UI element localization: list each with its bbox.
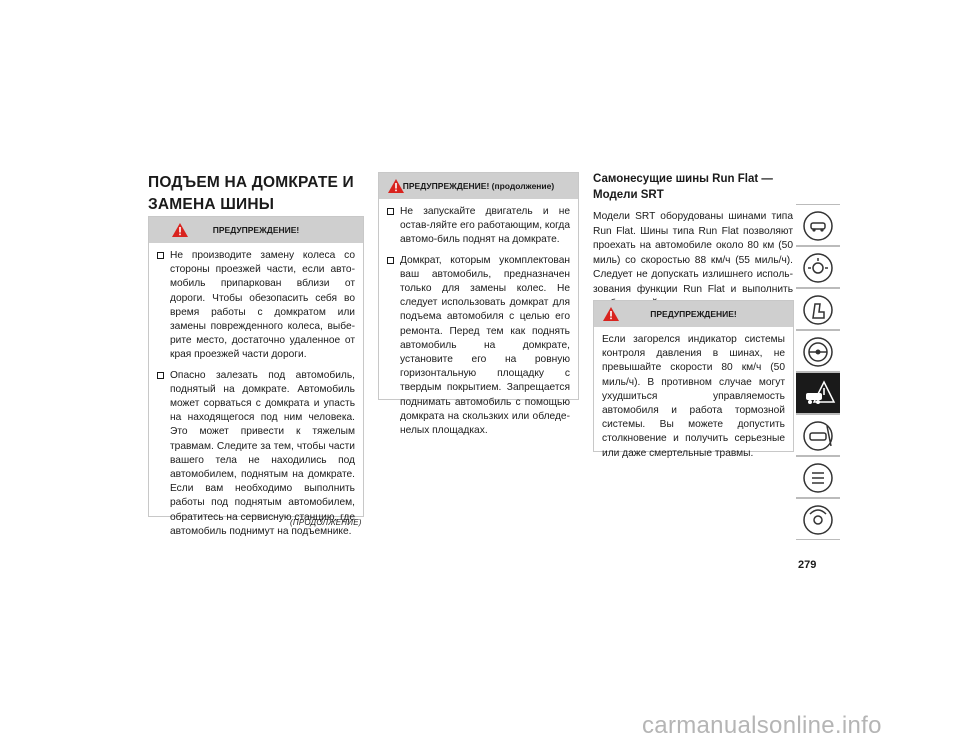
warning-heading: ПРЕДУПРЕЖДЕНИЕ!	[212, 225, 300, 235]
warning-header: ПРЕДУПРЕЖДЕНИЕ!	[149, 217, 363, 243]
section-title: ПОДЪЕМ НА ДОМКРАТЕ И ЗАМЕНА ШИНЫ	[148, 174, 354, 213]
warning-header: ПРЕДУПРЕЖДЕНИЕ!	[594, 301, 793, 327]
specifications-list-icon[interactable]	[796, 456, 840, 498]
watermark-text: carmanualsonline.info	[642, 712, 882, 739]
page-number: 279	[798, 559, 817, 571]
car-info-icon[interactable]	[796, 204, 840, 246]
warning-heading: ПРЕДУПРЕЖДЕНИЕ! (продолжение)	[402, 181, 555, 191]
warning-item: Не запускайте двигатель и не остав-ляйте…	[387, 205, 570, 248]
continued-note: (ПРОДОЛЖЕНИЕ)	[290, 518, 362, 527]
bullet-square-icon	[387, 256, 394, 264]
warning-box-left: ПРЕДУПРЕЖДЕНИЕ! Не производите замену ко…	[148, 216, 364, 537]
steering-wheel-icon[interactable]	[796, 330, 840, 372]
warning-triangle-icon	[388, 179, 404, 193]
warning-item: Опасно залезать под автомобиль, поднятый…	[157, 369, 355, 539]
warning-triangle-icon	[172, 223, 188, 237]
warning-box-middle: ПРЕДУПРЕЖДЕНИЕ! (продолжение) Не запуска…	[378, 172, 579, 436]
roadside-emergency-icon[interactable]	[796, 372, 840, 414]
warning-text: Если загорелся индикатор системы контрол…	[602, 334, 785, 459]
warning-item: Домкрат, которым укомплектован ваш автом…	[387, 254, 570, 439]
warning-header: ПРЕДУПРЕЖДЕНИЕ! (продолжение)	[379, 173, 578, 199]
car-service-icon[interactable]	[796, 414, 840, 456]
warning-box-right: ПРЕДУПРЕЖДЕНИЕ! Если загорелся индикатор…	[593, 300, 794, 459]
seat-safety-icon[interactable]	[796, 288, 840, 330]
subsection-title: Самонесущие шины Run Flat — Модели SRT	[593, 173, 773, 201]
bullet-square-icon	[157, 252, 164, 259]
body-paragraph: Модели SRT оборудованы шинами типа Run F…	[593, 211, 793, 309]
warning-triangle-icon	[603, 307, 619, 321]
warning-heading: ПРЕДУПРЕЖДЕНИЕ!	[650, 309, 737, 319]
dashboard-lights-icon[interactable]	[796, 246, 840, 288]
multimedia-icon[interactable]	[796, 498, 840, 540]
bullet-square-icon	[157, 371, 164, 379]
bullet-square-icon	[387, 208, 394, 215]
footer-watermark: carmanualsonline.info	[0, 706, 960, 742]
warning-item: Не производите замену колеса со стороны …	[157, 249, 355, 363]
